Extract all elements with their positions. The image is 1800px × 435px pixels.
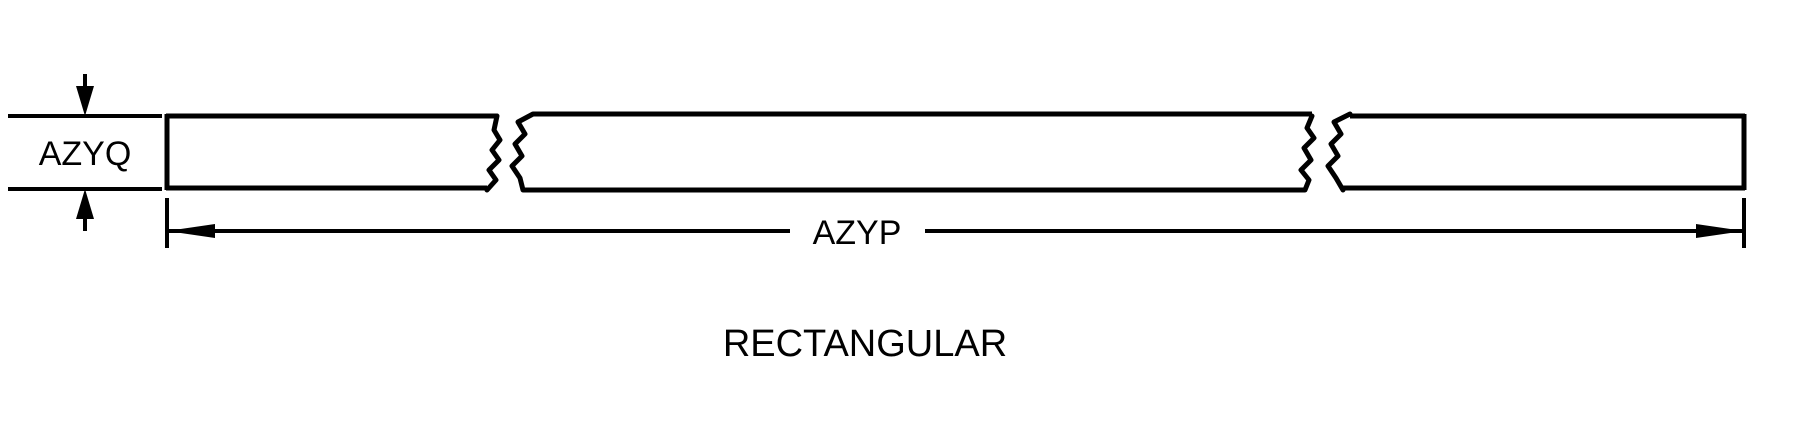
left-break-symbol <box>484 111 536 193</box>
drawing-title: RECTANGULAR <box>723 323 1007 365</box>
dimension-azyp: AZYP <box>165 198 1746 252</box>
dimension-azyq: AZYQ <box>8 74 162 231</box>
azyp-arrowhead-right <box>1696 224 1744 238</box>
azyq-arrowhead-bottom <box>76 189 94 219</box>
azyp-arrowhead-left <box>167 224 215 238</box>
left-break-zigzag-inner <box>484 113 503 193</box>
azyq-arrowhead-top <box>76 86 94 116</box>
right-break-zigzag-outer <box>1325 111 1353 193</box>
right-break-zigzag-inner <box>1298 113 1317 193</box>
azyp-dimension-label: AZYP <box>813 214 902 252</box>
left-break-zigzag-outer <box>509 111 536 193</box>
azyq-dimension-label: AZYQ <box>39 135 132 173</box>
right-break-symbol <box>1298 111 1353 193</box>
part-outline-rectangular-bar <box>164 111 1747 193</box>
